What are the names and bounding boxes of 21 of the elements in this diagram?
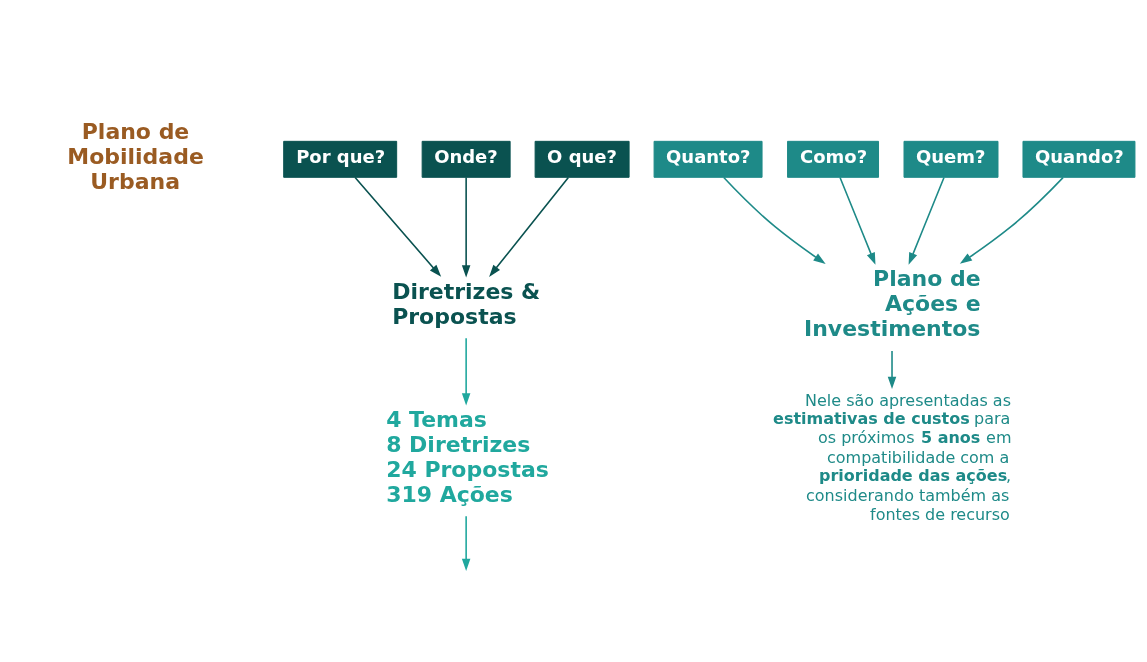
node-box: Por que? [283, 140, 398, 178]
node-text: Plano de Mobilidade Urbana [67, 118, 204, 194]
node-box: Onde? [421, 140, 511, 178]
arrow [839, 176, 876, 265]
node-box: Quando? [1022, 140, 1136, 178]
node-text: Diretrizes & Propostas [392, 279, 541, 330]
arrow [908, 176, 945, 265]
arrow [489, 176, 570, 277]
node-box: Como? [787, 140, 879, 178]
arrow [959, 176, 1064, 264]
node-text: Plano de Ações e Investimentos [804, 266, 981, 342]
node-text: 4 Temas 8 Diretrizes 24 Propostas 319 Ações [386, 407, 549, 508]
node-text: Nele são apresentadas as estimativas de custos para os próximos 5 anos em compatibilidade com a prioridade das ações, considerando também as fontes de recurso [773, 391, 1012, 525]
node-box: Quem? [903, 140, 999, 178]
node-box: O que? [534, 140, 630, 178]
arrow [354, 176, 442, 277]
arrow [461, 176, 471, 278]
arrow [887, 350, 897, 389]
arrow [461, 337, 471, 406]
node-box: Quanto? [653, 140, 763, 178]
arrow [723, 176, 826, 264]
